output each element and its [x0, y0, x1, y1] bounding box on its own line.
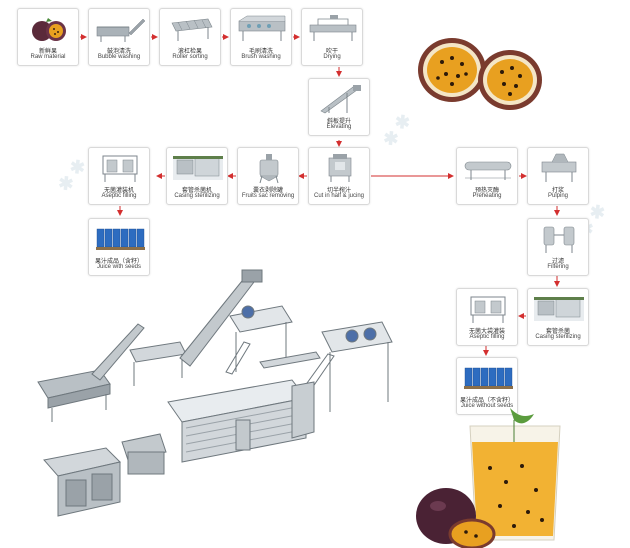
step-cn-label: 滚杠检果 — [177, 48, 202, 55]
step-brush-washing: 毛刷清洗 Brush washing — [230, 8, 292, 66]
step-aseptic-filling: 无菌灌装机 Aseptic filling — [88, 147, 150, 205]
step-cn-label: 过滤 — [551, 258, 564, 265]
step-juice-without-seeds: 果汁成品（不含籽） Juice without seeds — [456, 357, 518, 415]
roller-sorter-icon — [171, 18, 213, 41]
step-sac-removing: 囊衣剥除罐 Fruits sac removing — [237, 147, 299, 205]
step-filtering: 过滤 Filtering — [527, 218, 589, 276]
step-en-label: Roller sorting — [172, 54, 208, 60]
step-en-label: Aseptic filling — [469, 334, 505, 340]
cutting-juicer-icon — [328, 154, 352, 182]
step-cn-label: 套管杀菌机 — [181, 187, 212, 194]
step-cn-label: 打浆 — [551, 187, 564, 194]
step-en-label: Bubble washing — [97, 54, 141, 60]
drum-pallet-icon — [464, 367, 513, 389]
preheater-icon — [464, 161, 512, 180]
step-cn-label: 切半榨汁 — [326, 187, 351, 194]
step-cn-label: 斜板提升 — [326, 118, 351, 125]
step-en-label: Juice with seeds — [96, 264, 142, 270]
step-en-label: Preheating — [472, 193, 502, 199]
step-raw-material: 新鲜果 Raw material — [17, 8, 79, 66]
step-cn-label: 鼓泡清洗 — [106, 48, 131, 55]
step-cn-label: 预热灭酶 — [474, 187, 499, 194]
step-pulping: 打浆 Pulping — [527, 147, 589, 205]
step-cn-label: 果汁成品（含籽） — [94, 258, 143, 265]
step-cn-label: 毛刷清洗 — [248, 48, 273, 55]
juice-glass-illustration — [416, 408, 561, 548]
step-roller-sorting: 滚杠检果 Roller sorting — [159, 8, 221, 66]
step-cut-juicing: 切半榨汁 Cut in half & jucing — [308, 147, 370, 205]
step-en-label: Pulping — [547, 193, 568, 199]
production-line-illustration — [37, 269, 393, 517]
step-en-label: Aseptic filling — [101, 193, 137, 199]
drum-pallet-icon — [96, 228, 145, 250]
step-en-label: Elevating — [326, 124, 352, 130]
step-cn-label: 无菌灌装机 — [103, 187, 134, 194]
step-juice-with-seeds: 果汁成品（含籽） Juice with seeds — [88, 218, 150, 276]
step-casing-sterilizing-2: 套管杀菌 Casing sterilizing — [527, 288, 589, 346]
step-en-label: Fruits sac removing — [241, 193, 295, 199]
step-preheating: 预热灭酶 Preheating — [456, 147, 518, 205]
tube-sterilizer-icon — [173, 156, 223, 180]
air-dryer-icon — [309, 15, 357, 41]
step-cn-label: 套管杀菌 — [545, 328, 570, 335]
step-drying: 吹干 Drying — [301, 8, 363, 66]
step-aseptic-filling-2: 无菌大袋灌装 Aseptic filling — [456, 288, 518, 346]
step-en-label: Raw material — [30, 54, 66, 60]
step-en-label: Casing sterilizing — [535, 334, 581, 340]
fruit-half-left — [418, 38, 486, 102]
elevator-icon — [320, 85, 361, 114]
juice-glass — [469, 408, 561, 541]
step-elevating: 斜板提升 Elevating — [308, 78, 370, 136]
aseptic-filler-icon — [470, 296, 506, 323]
passion-fruit-icon — [32, 18, 66, 41]
step-en-label: Filtering — [547, 264, 569, 270]
step-en-label: Cut in half & jucing — [313, 193, 365, 199]
fruit-half-right — [478, 50, 542, 110]
step-cn-label: 无菌大袋灌装 — [468, 328, 505, 335]
whole-passion-fruit — [416, 488, 496, 548]
sac-removal-tank-icon — [259, 154, 279, 184]
filter-icon — [543, 226, 575, 253]
step-casing-sterilizing: 套管杀菌机 Casing sterilizing — [166, 147, 228, 205]
bubble-washer-icon — [96, 18, 146, 42]
aseptic-filler-icon — [102, 155, 138, 182]
step-cn-label: 囊衣剥除罐 — [252, 187, 283, 194]
brush-washer-icon — [238, 15, 286, 41]
step-cn-label: 吹干 — [325, 48, 338, 55]
step-cn-label: 新鲜果 — [38, 48, 57, 55]
step-en-label: Drying — [323, 54, 341, 60]
step-bubble-washing: 鼓泡清洗 Bubble washing — [88, 8, 150, 66]
pulper-icon — [541, 153, 577, 182]
step-en-label: Brush washing — [241, 54, 281, 60]
step-en-label: Juice without seeds — [460, 403, 514, 409]
passion-fruit-halves-illustration — [418, 38, 542, 110]
tube-sterilizer-icon — [534, 297, 584, 321]
step-en-label: Casing sterilizing — [174, 193, 220, 199]
step-cn-label: 果汁成品（不含籽） — [459, 397, 514, 404]
